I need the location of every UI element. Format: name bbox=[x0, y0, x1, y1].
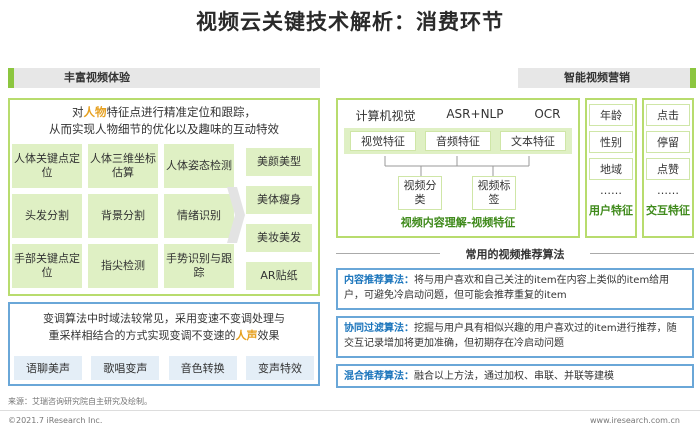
detection-grid: 人体关键点定位 人体三维坐标估算 人体姿态检测 头发分割 背景分割 情绪识别 手… bbox=[12, 144, 236, 292]
algo-content: 内容推荐算法：将与用户喜欢和自己关注的item在内容上类似的item给用户，可避… bbox=[336, 268, 694, 310]
grid-item: 人体关键点定位 bbox=[12, 144, 82, 188]
video-tags: 视频标签 bbox=[472, 176, 516, 210]
header-accent bbox=[8, 68, 14, 88]
user-feature-item: 地域 bbox=[589, 158, 633, 180]
voice-text: 变调算法中时域法较常见，采用变速不变调处理与 bbox=[43, 312, 285, 325]
interaction-feature-caption: 交互特征 bbox=[646, 204, 690, 217]
algo-text: 将与用户喜欢和自己关注的item在内容上类似的item给用户，可避免冷启动问题，… bbox=[344, 275, 670, 301]
algo-name: 混合推荐算法： bbox=[344, 371, 414, 382]
grid-item: 手势识别与跟踪 bbox=[164, 244, 234, 288]
algo-title-row: 常用的视频推荐算法 bbox=[336, 246, 694, 262]
feature-row: 视觉特征 音频特征 文本特征 bbox=[350, 131, 566, 151]
algo-collaborative: 协同过滤算法：挖掘与用户具有相似兴趣的用户喜欢过的item进行推荐，随交互记录增… bbox=[336, 316, 694, 358]
chevron-arrow-icon bbox=[227, 187, 245, 243]
page-title: 视频云关键技术解析：消费环节 bbox=[196, 10, 504, 34]
voice-effect-item: 音色转换 bbox=[168, 356, 237, 380]
feature-item: 文本特征 bbox=[500, 131, 566, 151]
voice-description: 变调算法中时域法较常见，采用变速不变调处理与 重采样相结合的方式实现变调不变速的… bbox=[8, 310, 320, 344]
user-feature-list: 年龄 性别 地域 …… 用户特征 bbox=[589, 104, 633, 234]
voice-buttons: 语聊美声 歌唱变声 音色转换 变声特效 bbox=[14, 356, 314, 380]
tech-label: ASR+NLP bbox=[446, 107, 504, 121]
user-feature-caption: 用户特征 bbox=[589, 204, 633, 217]
character-panel bbox=[8, 98, 320, 296]
algo-hybrid: 混合推荐算法：融合以上方法，通过加权、串联、并联等建模 bbox=[336, 364, 694, 388]
user-feature-ellipsis: …… bbox=[600, 184, 622, 197]
voice-effect-item: 变声特效 bbox=[245, 356, 314, 380]
user-feature-item: 性别 bbox=[589, 131, 633, 153]
interaction-feature-item: 点赞 bbox=[646, 158, 690, 180]
tech-labels: 计算机视觉 ASR+NLP OCR bbox=[340, 107, 576, 124]
voice-effect-item: 歌唱变声 bbox=[91, 356, 160, 380]
feature-item: 视觉特征 bbox=[350, 131, 416, 151]
voice-text: 重采样相结合的方式实现变调不变速的 bbox=[48, 329, 236, 342]
algo-title: 常用的视频推荐算法 bbox=[440, 246, 590, 262]
grid-item: 人体姿态检测 bbox=[164, 144, 234, 188]
caption-text: 视频内容理解-视频特征 bbox=[400, 216, 516, 229]
tech-label: OCR bbox=[534, 107, 561, 121]
intro-highlight: 人物 bbox=[83, 105, 107, 119]
right-header-label: 智能视频营销 bbox=[564, 71, 630, 84]
grid-item: 手部关键点定位 bbox=[12, 244, 82, 288]
intro-text: 对 bbox=[72, 105, 84, 119]
effects-column: 美颜美型 美体瘦身 美妆美发 AR贴纸 bbox=[246, 148, 312, 290]
grid-item: 情绪识别 bbox=[164, 194, 234, 238]
user-feature-item: 年龄 bbox=[589, 104, 633, 126]
voice-effect-item: 语聊美声 bbox=[14, 356, 82, 380]
interaction-feature-item: 点击 bbox=[646, 104, 690, 126]
effect-item: AR贴纸 bbox=[246, 262, 312, 290]
header-accent bbox=[690, 68, 696, 88]
grid-item: 背景分割 bbox=[88, 194, 158, 238]
effect-item: 美妆美发 bbox=[246, 224, 312, 252]
interaction-feature-panel bbox=[642, 98, 694, 238]
video-classification: 视频分类 bbox=[398, 176, 442, 210]
grid-item: 头发分割 bbox=[12, 194, 82, 238]
intro-text: 特征点进行精准定位和跟踪， bbox=[106, 105, 257, 119]
user-feature-panel bbox=[585, 98, 637, 238]
algo-text: 融合以上方法，通过加权、串联、并联等建模 bbox=[414, 371, 614, 382]
tech-label: 计算机视觉 bbox=[355, 109, 416, 123]
effect-item: 美体瘦身 bbox=[246, 186, 312, 214]
algo-name: 内容推荐算法： bbox=[344, 275, 414, 286]
effect-item: 美颜美型 bbox=[246, 148, 312, 176]
voice-text: 效果 bbox=[257, 329, 280, 342]
voice-panel bbox=[8, 302, 320, 386]
algo-text: 挖掘与用户具有相似兴趣的用户喜欢过的item进行推荐，随交互记录增加将更加准确，… bbox=[344, 323, 677, 349]
interaction-feature-list: 点击 停留 点赞 …… 交互特征 bbox=[646, 104, 690, 234]
content-caption: 视频内容理解-视频特征 bbox=[336, 214, 580, 230]
interaction-feature-item: 停留 bbox=[646, 131, 690, 153]
feature-item: 音频特征 bbox=[425, 131, 491, 151]
grid-item: 人体三维坐标估算 bbox=[88, 144, 158, 188]
voice-highlight: 人声 bbox=[235, 329, 258, 342]
interaction-feature-ellipsis: …… bbox=[657, 184, 679, 197]
site-url: www.iresearch.com.cn bbox=[590, 416, 680, 425]
algo-name: 协同过滤算法： bbox=[344, 323, 414, 334]
left-header-label: 丰富视频体验 bbox=[64, 71, 130, 84]
copyright: ©2021.7 iResearch Inc. bbox=[8, 416, 103, 425]
content-understanding-panel bbox=[336, 98, 580, 238]
character-intro: 对人物特征点进行精准定位和跟踪， 从而实现人物细节的优化以及趣味的互动特效 bbox=[8, 104, 320, 138]
footer-divider bbox=[0, 410, 700, 411]
source-note: 来源：艾瑞咨询研究院自主研究及绘制。 bbox=[8, 397, 152, 406]
intro-text: 从而实现人物细节的优化以及趣味的互动特效 bbox=[49, 122, 279, 136]
grid-item: 指尖检测 bbox=[88, 244, 158, 288]
connector-lines bbox=[384, 156, 530, 176]
right-header: 智能视频营销 bbox=[518, 68, 696, 88]
left-header: 丰富视频体验 bbox=[8, 68, 320, 88]
